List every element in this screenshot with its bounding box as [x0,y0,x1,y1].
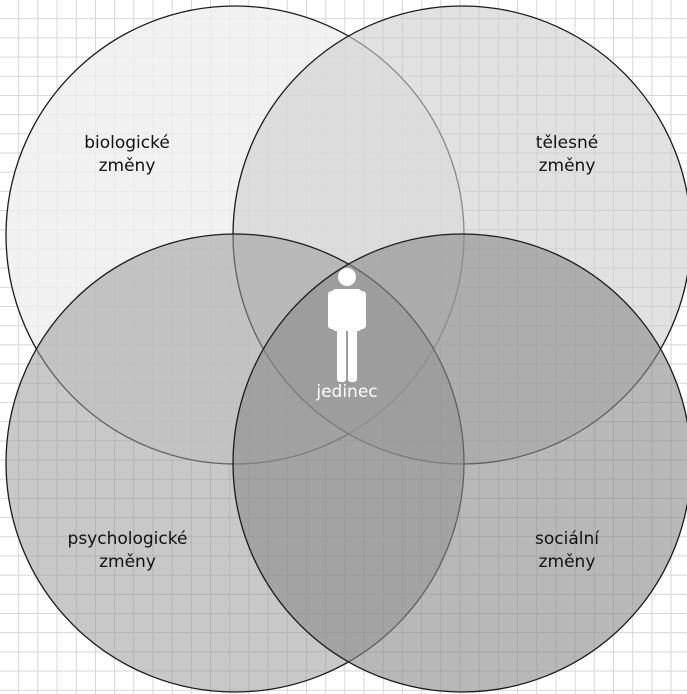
label-line: psychologické [67,529,188,549]
label-line: biologické [84,133,170,153]
circle-socialni [232,233,687,693]
label-line: změny [538,552,596,572]
label-line: změny [99,552,156,572]
label-line: změny [538,156,596,176]
label-line: sociální [535,529,599,549]
label-telesne-zmeny: tělesné změny [492,132,642,178]
label-socialni-zmeny: sociální změny [492,528,642,574]
label-psychologicke-zmeny: psychologické změny [45,528,210,574]
label-line: změny [98,156,156,176]
label-line: tělesné [535,133,599,153]
person-icon [328,268,366,382]
center-label: jedinec [316,382,378,402]
label-biologicke-zmeny: biologické změny [52,132,202,178]
